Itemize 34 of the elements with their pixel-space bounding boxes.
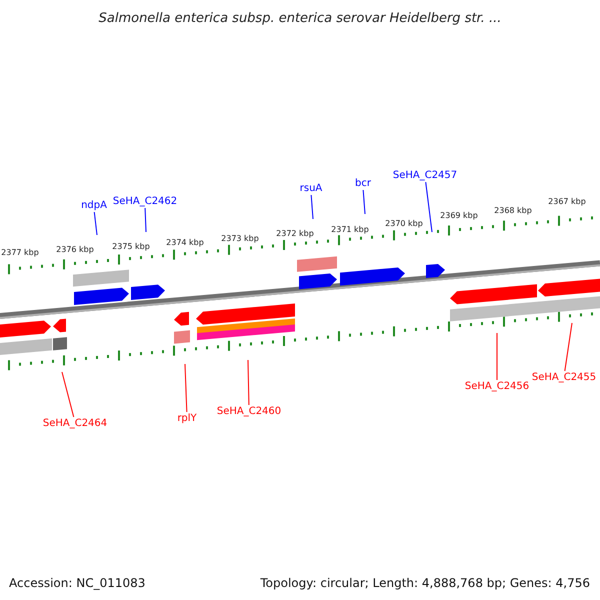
gene-label: SeHA_C2464 xyxy=(42,417,108,430)
position-label: 2367 kbp xyxy=(548,197,586,207)
position-label: 2369 kbp xyxy=(440,211,478,221)
genome-info-text: Topology: circular; Length: 4,888,768 bp; Genes: 4,756 xyxy=(260,575,590,592)
gene-label: rsuA xyxy=(300,182,322,195)
gene-label: ndpA xyxy=(81,199,107,212)
gene-label: rplY xyxy=(177,412,197,425)
gene-label: SeHA_C2460 xyxy=(216,405,282,418)
leader-line xyxy=(62,372,74,418)
gene-label: SeHA_C2462 xyxy=(112,195,178,208)
position-label: 2371 kbp xyxy=(331,225,369,235)
leader-line xyxy=(144,208,146,232)
leader-line xyxy=(362,190,366,214)
leader-line xyxy=(94,212,98,236)
leader-line xyxy=(425,182,432,232)
position-label: 2377 kbp xyxy=(1,248,39,258)
leader-line xyxy=(496,332,498,380)
leader-line xyxy=(248,360,250,406)
gene-label: bcr xyxy=(355,177,371,190)
leader-line xyxy=(310,194,314,220)
gene-label: SeHA_C2457 xyxy=(392,169,458,182)
leader-line xyxy=(564,322,572,372)
title: Salmonella enterica subsp. enterica serovar Heidelberg str. ... xyxy=(98,10,502,28)
position-label: 2372 kbp xyxy=(276,229,314,239)
position-label: 2370 kbp xyxy=(385,219,423,229)
leader-line xyxy=(184,364,188,412)
gene-label: SeHA_C2455 xyxy=(532,371,596,384)
accession-text: Accession: NC_011083 xyxy=(9,575,146,592)
position-label: 2373 kbp xyxy=(221,234,259,244)
gene-label: SeHA_C2456 xyxy=(464,380,530,393)
position-label: 2368 kbp xyxy=(494,206,532,216)
position-label: 2375 kbp xyxy=(112,242,150,252)
position-label: 2374 kbp xyxy=(166,238,204,248)
position-label: 2376 kbp xyxy=(56,245,94,255)
